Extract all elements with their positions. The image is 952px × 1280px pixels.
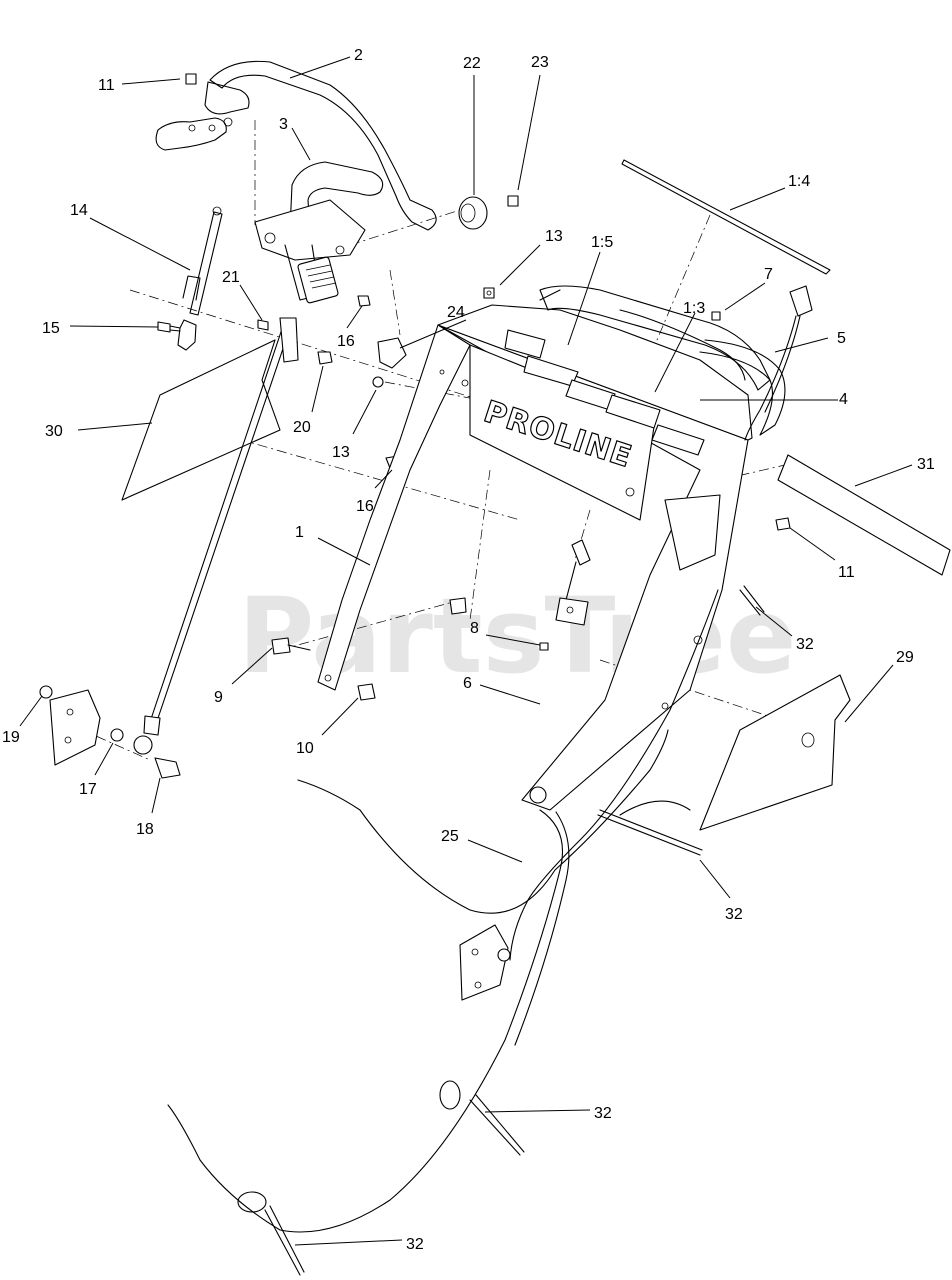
callout-8: 8 [470, 620, 479, 637]
callout-32-d: 32 [406, 1236, 424, 1253]
upper-bail-handle [155, 60, 437, 231]
cable-connector [744, 285, 813, 441]
callout-20: 20 [293, 419, 311, 436]
gas-spring [177, 206, 223, 351]
callout-labels: 2 11 22 23 3 1:4 14 13 1:5 7 21 24 1:3 1… [2, 47, 935, 1253]
callout-leaders [19, 56, 913, 1246]
callout-3: 3 [279, 116, 288, 133]
callout-24: 24 [447, 304, 465, 321]
main-handle-frame: PROLINE [317, 285, 786, 811]
callout-25: 25 [441, 828, 459, 845]
callout-13: 13 [545, 228, 563, 245]
callout-16: 16 [337, 333, 355, 350]
callout-17: 17 [79, 781, 97, 798]
callout-14: 14 [70, 202, 88, 219]
callout-5: 5 [837, 330, 846, 347]
callout-10: 10 [296, 740, 314, 757]
clip [377, 337, 407, 369]
callout-4: 4 [839, 391, 848, 408]
left-plate [121, 339, 281, 501]
lower-left-bracket [39, 685, 181, 779]
callout-32-c: 32 [594, 1105, 612, 1122]
cables [167, 585, 765, 1276]
callout-30: 30 [45, 423, 63, 440]
control-rod-left [133, 317, 299, 755]
callout-11-b: 11 [838, 564, 855, 581]
callout-2: 2 [354, 47, 363, 64]
callout-31: 31 [917, 456, 935, 473]
callout-13-b: 13 [332, 444, 350, 461]
callout-1: 1 [295, 524, 304, 541]
callout-32-b: 32 [725, 906, 743, 923]
right-plate [699, 674, 851, 831]
lower-center-bracket [459, 924, 511, 1001]
callout-22: 22 [463, 55, 481, 72]
callout-21: 21 [222, 269, 240, 286]
callout-18: 18 [136, 821, 154, 838]
callout-7: 7 [764, 266, 773, 283]
callout-11: 11 [98, 77, 115, 94]
callout-9: 9 [214, 689, 223, 706]
callout-6: 6 [463, 675, 472, 692]
callout-1-4: 1:4 [788, 173, 810, 190]
callout-1-3: 1:3 [683, 300, 705, 317]
callout-19: 19 [2, 729, 20, 746]
callout-32-a: 32 [796, 636, 814, 653]
callout-23: 23 [531, 54, 549, 71]
callout-29: 29 [896, 649, 914, 666]
right-strip [777, 454, 951, 576]
bumper [458, 196, 488, 230]
callout-15: 15 [42, 320, 60, 337]
bail-lever [254, 161, 384, 304]
callout-16-b: 16 [356, 498, 374, 515]
decal-1-4 [621, 159, 831, 275]
control-lever [271, 539, 591, 701]
callout-1-5: 1:5 [591, 234, 613, 251]
